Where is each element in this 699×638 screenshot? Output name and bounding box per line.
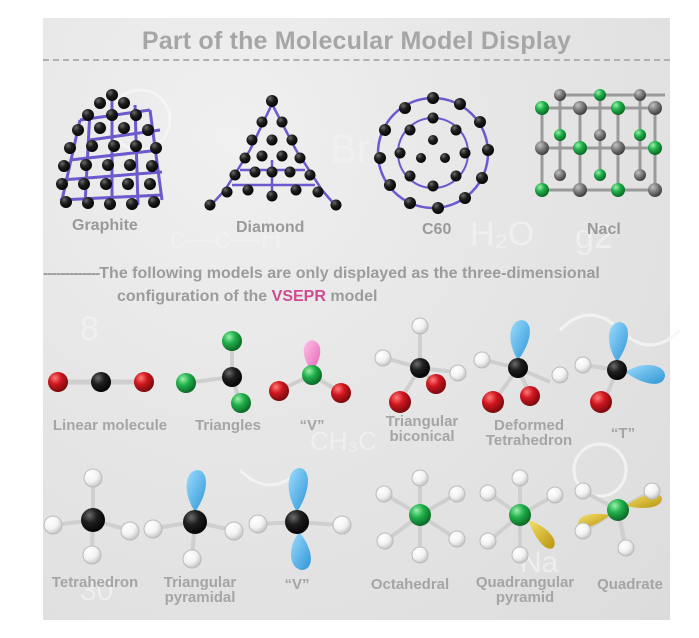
diamond-model <box>204 95 342 211</box>
diamond-label: Diamond <box>236 219 305 236</box>
tetrahedron-model <box>43 468 140 565</box>
octahedral-model <box>375 469 466 564</box>
svg-text:8: 8 <box>80 310 99 348</box>
c60-label: C60 <box>422 221 452 238</box>
deformed-tetrahedron-label: Deformed Tetrahedron <box>474 418 584 448</box>
svg-text:Br: Br <box>330 127 370 171</box>
graphite-model <box>56 89 164 210</box>
triangular-pyramidal-label-line2: pyramidal <box>164 589 236 606</box>
quadrangular-pyramid-label-line2: pyramid <box>495 589 555 606</box>
svg-text:H₂O: H₂O <box>470 215 534 253</box>
quadrangular-pyramid-label-line1: Quadrangular <box>475 574 575 591</box>
t-shape-model <box>574 322 665 413</box>
triangular-biconical-label-line1: Triangular <box>385 413 459 430</box>
triangular-pyramidal-label-line1: Triangular <box>163 574 237 591</box>
triangles-model <box>176 331 251 413</box>
deformed-tetrahedron-label-line2: Tetrahedron <box>485 432 573 449</box>
note-highlight: VSEPR <box>271 288 326 305</box>
v-shape-label: “V” <box>299 417 325 434</box>
note-line2-suffix: model <box>325 288 378 305</box>
svg-text:30: 30 <box>80 574 113 607</box>
note-line2-prefix: configuration of the <box>117 288 272 305</box>
note-line1: The following models are only displayed … <box>99 265 600 282</box>
triangular-biconical-label: Triangular biconical <box>372 414 472 444</box>
c60-model <box>374 92 494 214</box>
triangular-biconical-label-line2: biconical <box>389 428 455 445</box>
quadrangular-pyramid-label: Quadrangular pyramid <box>465 575 585 605</box>
linear-molecule-label: Linear molecule <box>52 417 168 434</box>
triangular-pyramidal-label: Triangular pyramidal <box>150 575 250 605</box>
v-shape-two-lone-pairs-label: “V” <box>284 576 310 593</box>
octahedral-label: Octahedral <box>370 576 450 593</box>
nacl-model <box>535 89 665 197</box>
deformed-tetrahedron-model <box>473 320 569 413</box>
quadrangular-pyramid-model <box>479 469 564 564</box>
svg-text:g2: g2 <box>575 218 613 256</box>
quadrate-label: Quadrate <box>597 576 663 593</box>
triangular-pyramidal-model <box>143 470 244 569</box>
graphite-label: Graphite <box>72 217 138 234</box>
quadrate-model <box>574 482 662 557</box>
t-shape-label: “T” <box>610 425 636 442</box>
vsepr-note: -------------The following models are on… <box>43 262 673 308</box>
linear-molecule-model <box>48 372 154 392</box>
v-shape-two-lone-pairs-model <box>248 468 352 570</box>
page-title: Part of the Molecular Model Display <box>141 27 572 55</box>
nacl-label: Nacl <box>587 221 621 238</box>
svg-text:CH₃C: CH₃C <box>310 426 377 456</box>
title-divider <box>43 59 670 61</box>
chalk-doodles: Br H₂O g2 c—c—H 8 CH₃C Na 30 <box>80 88 682 607</box>
background-panel <box>43 18 670 620</box>
triangles-label: Triangles <box>195 417 261 434</box>
note-dashes: ------------- <box>43 265 100 282</box>
deformed-tetrahedron-label-line1: Deformed <box>493 417 564 434</box>
svg-text:c—c—H: c—c—H <box>170 222 282 255</box>
tetrahedron-label: Tetrahedron <box>51 574 139 591</box>
triangular-biconical-model <box>374 317 467 413</box>
v-shape-model <box>269 340 351 403</box>
